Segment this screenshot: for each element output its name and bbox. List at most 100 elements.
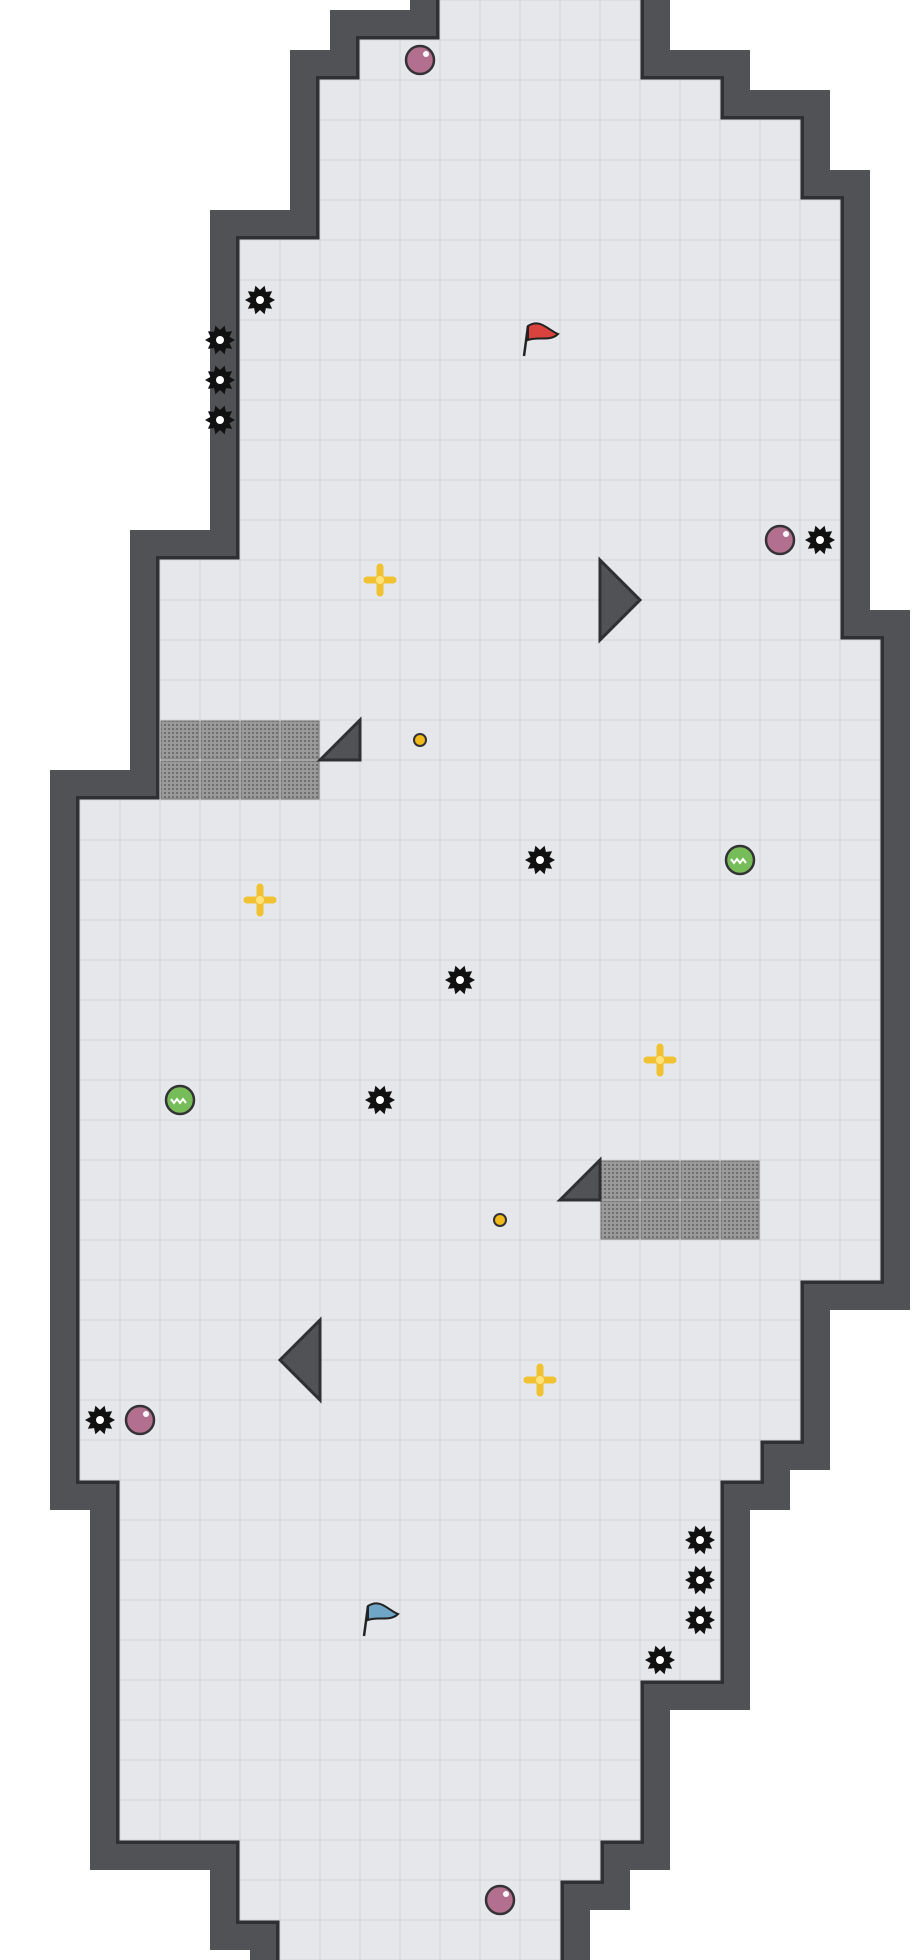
floor-tile bbox=[319, 599, 361, 641]
floor-tile bbox=[519, 1839, 561, 1881]
floor-tile bbox=[319, 1439, 361, 1481]
green-orb-pickup[interactable] bbox=[164, 1084, 196, 1116]
floor-tile bbox=[599, 1319, 641, 1361]
floor-tile bbox=[119, 1319, 161, 1361]
floor-tile bbox=[439, 1239, 481, 1281]
floor-tile bbox=[279, 1039, 321, 1081]
floor-tile bbox=[439, 239, 481, 281]
floor-tile bbox=[199, 1599, 241, 1641]
orb-pickup[interactable] bbox=[764, 524, 796, 556]
floor-tile bbox=[119, 1799, 161, 1841]
floor-tile bbox=[399, 1599, 441, 1641]
floor-tile bbox=[759, 119, 801, 161]
floor-tile bbox=[599, 279, 641, 321]
spike-gear bbox=[85, 1405, 115, 1435]
floor-tile bbox=[159, 1759, 201, 1801]
floor-tile bbox=[239, 1319, 281, 1361]
spike-gear bbox=[805, 525, 835, 555]
blue-flag[interactable] bbox=[362, 1602, 400, 1637]
floor-tile bbox=[439, 1359, 481, 1401]
floor-tile bbox=[719, 879, 761, 921]
orb-shine bbox=[503, 1891, 509, 1897]
floor-tile bbox=[759, 319, 801, 361]
floor-tile bbox=[199, 999, 241, 1041]
floor-tile bbox=[719, 1239, 761, 1281]
floor-tile bbox=[559, 319, 601, 361]
floor-tile bbox=[279, 1799, 321, 1841]
floor-tile bbox=[239, 319, 281, 361]
floor-tile bbox=[159, 1359, 201, 1401]
star-center bbox=[376, 576, 384, 584]
spike-gear-hub bbox=[216, 336, 224, 344]
spike-gear-hub bbox=[696, 1576, 704, 1584]
floor-tile bbox=[79, 1319, 121, 1361]
floor-tile bbox=[399, 959, 441, 1001]
floor-tile bbox=[239, 1599, 281, 1641]
floor-tile bbox=[359, 279, 401, 321]
floor-tile bbox=[319, 1319, 361, 1361]
floor-tile bbox=[439, 279, 481, 321]
floor-tile bbox=[359, 1439, 401, 1481]
coin-pickup[interactable] bbox=[413, 733, 427, 747]
floor-tile bbox=[759, 999, 801, 1041]
star-pickup[interactable] bbox=[523, 1363, 557, 1397]
floor-tile bbox=[159, 1119, 201, 1161]
floor-tile bbox=[719, 1439, 761, 1481]
floor-tile bbox=[359, 399, 401, 441]
floor-tile bbox=[399, 1399, 441, 1441]
floor-layer bbox=[79, 0, 881, 1960]
floor-tile bbox=[639, 439, 681, 481]
floor-tile bbox=[799, 359, 841, 401]
floor-tile bbox=[159, 879, 201, 921]
floor-tile bbox=[639, 639, 681, 681]
coin-pickup[interactable] bbox=[493, 1213, 507, 1227]
spike-gear bbox=[205, 325, 235, 355]
floor-tile bbox=[799, 1239, 841, 1281]
star-pickup[interactable] bbox=[363, 563, 397, 597]
floor-tile bbox=[559, 1399, 601, 1441]
floor-tile bbox=[559, 719, 601, 761]
floor-tile bbox=[479, 319, 521, 361]
floor-tile bbox=[679, 79, 721, 121]
floor-tile bbox=[79, 959, 121, 1001]
floor-tile bbox=[439, 1479, 481, 1521]
floor-tile bbox=[719, 759, 761, 801]
floor-tile bbox=[439, 1599, 481, 1641]
floor-tile bbox=[759, 719, 801, 761]
floor-tile bbox=[439, 839, 481, 881]
star-pickup[interactable] bbox=[243, 883, 277, 917]
floor-tile bbox=[159, 1239, 201, 1281]
floor-tile bbox=[519, 1799, 561, 1841]
floor-tile bbox=[559, 239, 601, 281]
floor-tile bbox=[399, 399, 441, 441]
floor-tile bbox=[599, 399, 641, 441]
floor-tile bbox=[399, 559, 441, 601]
floor-tile bbox=[559, 159, 601, 201]
orb-pickup[interactable] bbox=[404, 44, 436, 76]
floor-tile bbox=[799, 719, 841, 761]
floor-tile bbox=[599, 679, 641, 721]
floor-tile bbox=[519, 279, 561, 321]
floor-tile bbox=[679, 839, 721, 881]
floor-tile bbox=[759, 639, 801, 681]
floor-tile bbox=[239, 1279, 281, 1321]
floor-tile bbox=[719, 959, 761, 1001]
red-flag[interactable] bbox=[522, 322, 560, 357]
orb-pickup[interactable] bbox=[484, 1884, 516, 1916]
orb-pickup[interactable] bbox=[124, 1404, 156, 1436]
star-pickup[interactable] bbox=[643, 1043, 677, 1077]
floor-tile bbox=[559, 1839, 601, 1881]
floor-tile bbox=[639, 319, 681, 361]
green-orb-pickup[interactable] bbox=[724, 844, 756, 876]
floor-tile bbox=[439, 1039, 481, 1081]
floor-tile bbox=[599, 1759, 641, 1801]
floor-tile bbox=[679, 479, 721, 521]
floor-tile bbox=[359, 759, 401, 801]
floor-tile bbox=[639, 1519, 681, 1561]
floor-tile bbox=[599, 1479, 641, 1521]
floor-tile bbox=[319, 1359, 361, 1401]
floor-tile bbox=[719, 1359, 761, 1401]
floor-tile bbox=[239, 1879, 281, 1921]
floor-tile bbox=[159, 1559, 201, 1601]
floor-tile bbox=[439, 599, 481, 641]
